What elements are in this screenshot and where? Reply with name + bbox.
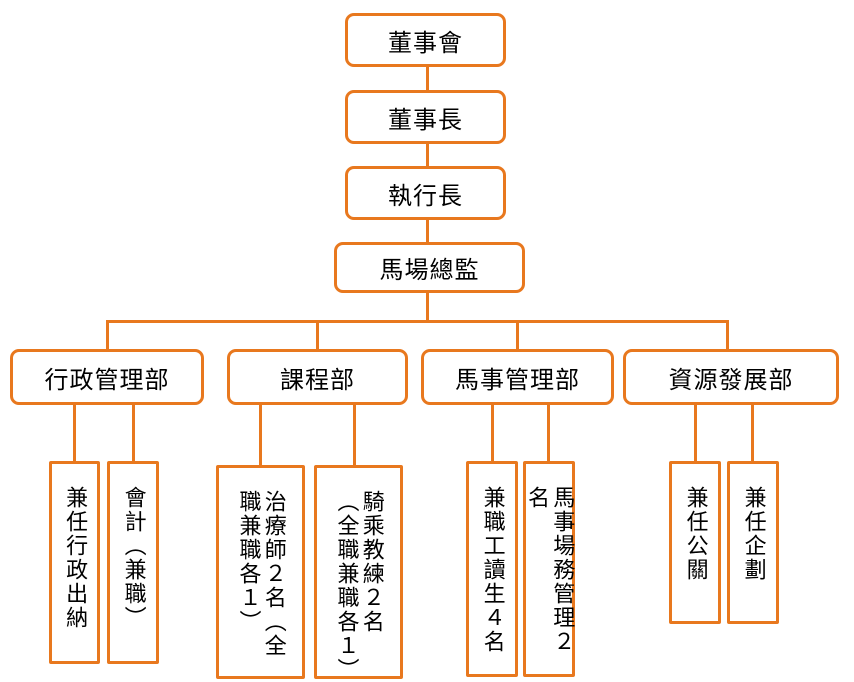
staff-work-study-label: 兼職工讀生４名: [479, 486, 505, 654]
connector-director-bus: [426, 291, 429, 322]
connector-horse-stable: [547, 404, 550, 462]
department-horse-label: 馬事管理部: [455, 365, 580, 394]
connector-resource-planning: [751, 404, 754, 462]
staff-stable-manager-box: 馬事場務管理２名: [523, 461, 575, 677]
board-box: 董事會: [345, 13, 506, 67]
department-admin-label: 行政管理部: [44, 365, 170, 394]
staff-planning-label: 兼任企劃: [740, 486, 766, 582]
staff-accounting-label: 會計（兼職）: [120, 486, 146, 630]
department-course-box: 課程部: [227, 349, 408, 405]
department-resource-box: 資源發展部: [623, 349, 839, 405]
department-bus-line: [106, 320, 729, 323]
connector-chairman-ceo: [426, 142, 429, 168]
staff-riding-coach-label: 騎乘教練２名（全職兼職各１）: [333, 490, 384, 682]
department-horse-box: 馬事管理部: [421, 349, 614, 405]
staff-therapist-box: 治療師２名（全職兼職各１）: [216, 465, 305, 679]
director-box: 馬場總監: [334, 242, 525, 293]
connector-admin-accounting: [132, 404, 135, 462]
staff-riding-coach-box: 騎乘教練２名（全職兼職各１）: [314, 465, 403, 682]
staff-pr-box: 兼任公關: [669, 461, 721, 624]
connector-course-coach: [353, 404, 356, 466]
chairman-box: 董事長: [345, 90, 506, 144]
connector-horse-workstudy: [491, 404, 494, 462]
director-label: 馬場總監: [379, 256, 480, 284]
staff-pr-label: 兼任公關: [682, 486, 708, 582]
connector-course-therapist: [259, 404, 262, 466]
department-resource-label: 資源發展部: [668, 365, 794, 394]
staff-accounting-box: 會計（兼職）: [107, 461, 159, 664]
connector-ceo-director: [426, 218, 429, 244]
staff-admin-cashier-box: 兼任行政出納: [49, 461, 100, 664]
connector-bus-resource: [726, 320, 729, 351]
ceo-box: 執行長: [345, 166, 506, 220]
connector-resource-pr: [694, 404, 697, 462]
staff-planning-box: 兼任企劃: [727, 461, 779, 624]
department-admin-box: 行政管理部: [10, 349, 204, 405]
staff-therapist-label: 治療師２名（全職兼職各１）: [235, 490, 286, 658]
board-label: 董事會: [388, 28, 463, 57]
ceo-label: 執行長: [388, 181, 463, 210]
department-course-label: 課程部: [280, 365, 355, 394]
staff-admin-cashier-label: 兼任行政出納: [62, 486, 88, 630]
chairman-label: 董事長: [388, 105, 463, 134]
connector-bus-horse: [516, 320, 519, 351]
staff-stable-manager-label: 馬事場務管理２名: [524, 486, 575, 654]
connector-bus-admin: [106, 320, 109, 351]
connector-bus-course: [316, 320, 319, 351]
connector-admin-cashier: [73, 404, 76, 462]
staff-work-study-box: 兼職工讀生４名: [466, 461, 518, 677]
connector-board-chairman: [426, 66, 429, 92]
